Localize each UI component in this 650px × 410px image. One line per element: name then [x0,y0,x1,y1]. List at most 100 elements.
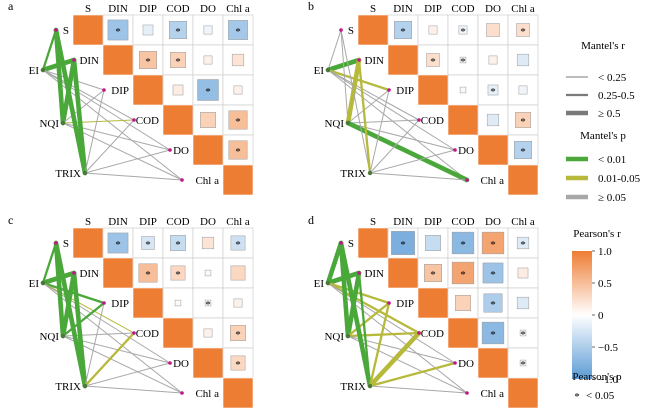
col-header-dip: DIP [139,216,157,228]
legend-r-label: < 0.25 [598,72,627,84]
target-dot-din [357,58,361,62]
row-label-chl-a: Chl a [480,388,504,400]
link-ei-dip [326,281,391,305]
cell-square [107,232,129,254]
significance-star: * [235,239,241,251]
legend-mantel-p-title: Mantel's p [580,130,626,142]
cell-square [170,235,186,251]
target-dot-chl-a [180,178,184,182]
cell-square [391,231,415,255]
row-label-dip: DIP [111,85,129,97]
row-label-dip: DIP [396,85,414,97]
link-trix-s [340,29,371,174]
cell-square [233,85,243,95]
legend-colorbar-label: 0 [598,310,604,322]
diag-cell-do [477,134,509,166]
col-header-s: S [370,3,376,15]
node-dot-ei [325,67,331,73]
node-label-nqi: NQI [39,118,59,130]
row-label-din: DIN [79,55,99,67]
row-label-din: DIN [79,268,99,280]
diag-cell-cod [447,317,479,349]
diag-cell-s [357,227,389,259]
cell-square [516,236,530,250]
col-header-cod: COD [166,216,189,228]
cell-square [516,23,530,37]
cell-frame [507,347,539,379]
target-dot-din [357,271,361,275]
legend-colorbar [572,251,592,379]
cell-square [516,53,530,67]
target-dot-cod [417,331,421,335]
row-label-din: DIN [364,55,384,67]
cell-square [481,231,505,255]
diag-cell-din [102,44,134,76]
link-trix-s [338,240,373,389]
node-dot-ei [40,280,46,286]
row-label-dip: DIP [396,298,414,310]
diag-cell-do [192,134,224,166]
significance-star: * [520,146,526,158]
cell-square [230,265,246,281]
significance-star: * [175,239,181,251]
significance-star: * [460,26,466,38]
diag-cell-din [102,257,134,289]
link-trix-dip [84,302,105,387]
col-header-dip: DIP [424,216,442,228]
row-label-do: DO [458,358,474,370]
cell-square [170,265,186,281]
diag-cell-dip [417,74,449,106]
significance-star: * [235,116,241,128]
node-label-trix: TRIX [55,168,81,180]
link-trix-din [71,57,88,176]
legend-r-label: ≥ 0.5 [598,108,621,120]
cell-square [228,110,248,130]
cell-square [142,24,154,36]
panel-label: d [308,213,314,227]
significance-star: * [115,26,121,38]
target-dot-chl-a [465,178,469,182]
target-dot-cod [132,118,136,122]
significance-star: * [145,239,151,251]
link-trix-dip [84,89,105,174]
link-nqi-dip [346,301,391,338]
col-header-do: DO [200,216,216,228]
significance-star: * [460,269,466,281]
row-label-cod: COD [136,328,159,340]
col-header-din: DIN [108,3,128,15]
significance-star: * [460,56,466,68]
cell-square [455,295,471,311]
link-trix-do [369,149,456,174]
cell-square [203,25,213,35]
link-trix-dip [368,301,391,388]
link-nqi-cod [347,119,420,124]
col-header-do: DO [200,3,216,15]
cell-square [424,264,442,282]
cell-square [428,25,438,35]
link-ei-chl-a [327,69,468,181]
significance-star: * [430,56,436,68]
row-label-s: S [348,238,354,250]
col-header-dip: DIP [139,3,157,15]
cell-square [197,79,219,101]
cell-square [488,55,498,65]
link-trix-s [53,27,88,176]
legend-colorbar-label: 0.5 [598,278,612,290]
significance-star: * [400,26,406,38]
node-dot-nqi [345,333,351,339]
link-trix-do [84,362,171,387]
row-label-s: S [348,25,354,37]
link-trix-s [53,240,88,389]
cell-frame [192,227,224,259]
cell-square [425,235,441,251]
node-label-trix: TRIX [340,381,366,393]
col-header-chl-a: Chl a [511,216,535,228]
link-ei-dip [326,68,391,92]
link-trix-cod [367,330,422,389]
legend-star-marker: * [574,391,580,403]
significance-star: * [520,329,526,341]
significance-star: * [235,146,241,158]
target-dot-do [168,148,172,152]
significance-star: * [205,86,211,98]
